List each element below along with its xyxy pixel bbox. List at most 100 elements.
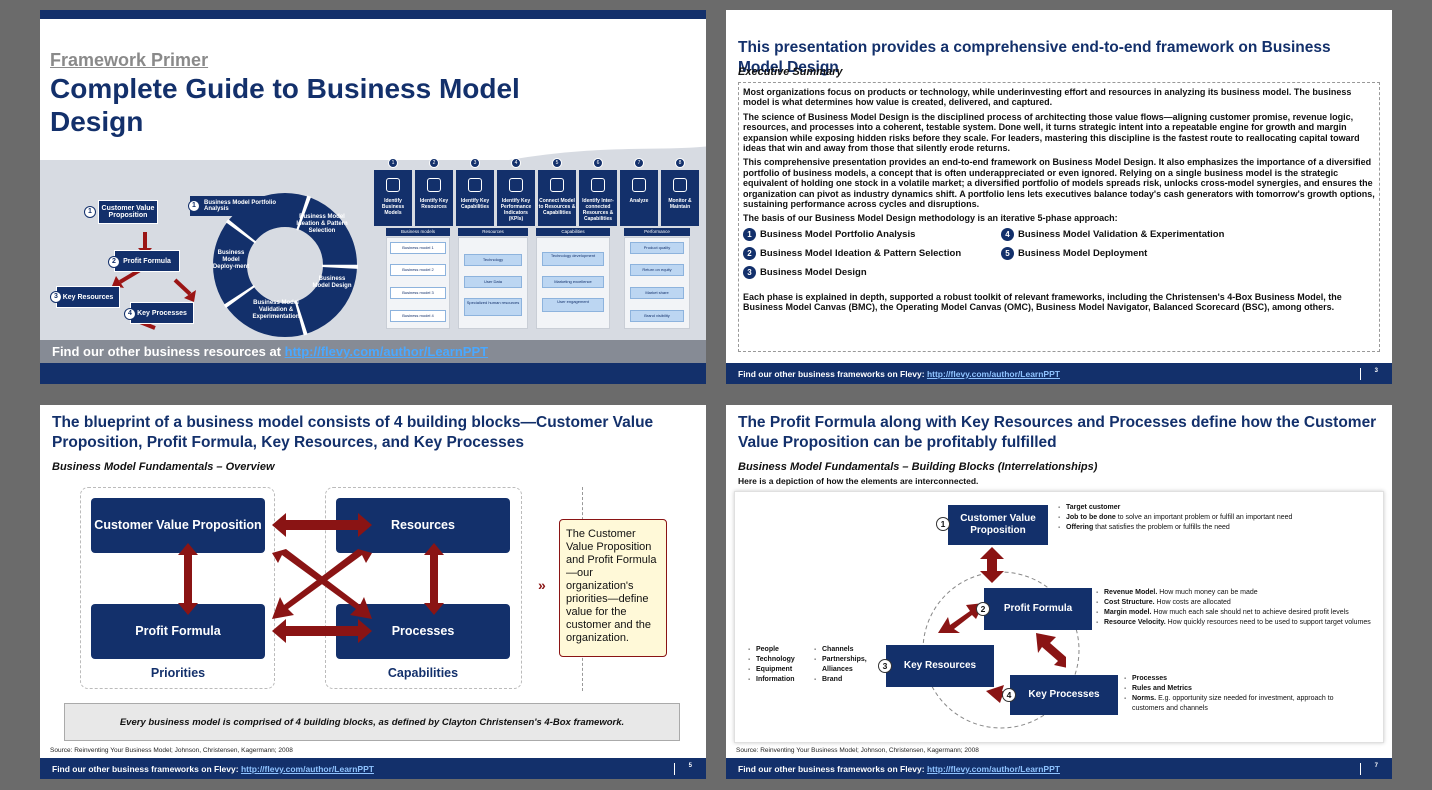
slide-cover[interactable]: Framework Primer Complete Guide to Busin…	[40, 10, 706, 384]
step-1: Identify Business Models	[374, 170, 412, 226]
cvp-item-3: Offering that satisfies the problem or f…	[1058, 523, 1298, 533]
phase-label: Business Model Portfolio Analysis	[760, 228, 916, 240]
step-7: Analyze	[620, 170, 658, 226]
step-3: Identify Key Capabilities	[456, 170, 494, 226]
kr-item: People	[748, 645, 812, 655]
kr-item: Information	[748, 675, 812, 685]
item-bold: Revenue Model.	[1104, 589, 1158, 596]
slide4-title: The Profit Formula along with Key Resour…	[738, 414, 1377, 451]
slide3-title: The blueprint of a business model consis…	[52, 414, 654, 451]
kr-item: Brand	[814, 675, 878, 685]
mini-perf-2: Return on equity	[630, 264, 684, 276]
slide4-subtitle: Business Model Fundamentals – Building B…	[738, 461, 1098, 473]
slide2-title: This presentation provides a comprehensi…	[738, 39, 1331, 76]
footer-text: Find our other business frameworks on Fl…	[52, 764, 241, 774]
cover-block-num-2: 2	[108, 256, 120, 268]
find-link[interactable]: http://flevy.com/author/LearnPPT	[284, 344, 489, 359]
cover-phase-1: Business Model Portfolio Analysis	[190, 196, 290, 216]
step-4: Identify Key Performance Indicators (KPI…	[497, 170, 535, 226]
mini-resource-3: Specialized human resources	[464, 298, 522, 316]
col-business-models: Business models	[386, 228, 450, 236]
item-bold: Resource Velocity.	[1104, 619, 1166, 626]
priorities-label: Priorities	[150, 666, 206, 680]
bottom-bar	[40, 363, 706, 384]
phase-label: Business Model Validation & Experimentat…	[1018, 228, 1225, 240]
col-resources: Resources	[458, 228, 528, 236]
footer-text: Find our other business frameworks on Fl…	[738, 764, 927, 774]
item-text: How much each sale should net to achieve…	[1151, 609, 1349, 616]
step-icon	[509, 178, 523, 192]
phase-num: 4	[1001, 227, 1014, 241]
pf-block-4: Profit Formula	[984, 588, 1092, 630]
cover-title: Complete Guide to Business Model Design	[50, 73, 520, 137]
step-5: Connect Model to Resources & Capabilitie…	[538, 170, 576, 226]
phase-num: 3	[743, 265, 756, 279]
item-bold: Target customer	[1066, 504, 1121, 511]
slide-interrelationships[interactable]: The Profit Formula along with Key Resour…	[726, 405, 1392, 779]
cnum-1: 1	[936, 517, 950, 531]
mini-model-2: Business model 2	[390, 264, 446, 276]
mini-perf-4: Brand visibility	[630, 310, 684, 322]
phase-num: 1	[743, 227, 756, 241]
mini-capability-3: User engagement	[542, 298, 604, 312]
summary-paragraph-4: The basis of our Business Model Design m…	[743, 213, 1118, 224]
step-label: Identify Inter-connected Resources & Cap…	[582, 198, 614, 222]
cover-phase-2: Business Model Ideation & Pattern Select…	[296, 214, 348, 234]
block-arrows	[178, 513, 444, 643]
mini-capability-1: Technology development	[542, 252, 604, 266]
phase-num: 5	[1001, 246, 1014, 260]
item-bold: Processes	[1132, 675, 1168, 682]
slide-executive-summary[interactable]: This presentation provides a comprehensi…	[726, 10, 1392, 384]
slide2-footer: Find our other business frameworks on Fl…	[726, 363, 1392, 384]
cover-block-num-4: 4	[124, 308, 136, 320]
summary-paragraph-3: This comprehensive presentation provides…	[743, 157, 1375, 210]
col-capabilities: Capabilities	[536, 228, 610, 236]
slide-four-box-overview[interactable]: The blueprint of a business model consis…	[40, 405, 706, 779]
kr-item: Technology	[748, 655, 812, 665]
item-text: How quickly resources need to be used to…	[1165, 619, 1371, 626]
cover-block-pf: Profit Formula	[114, 250, 180, 272]
slide4-source: Source: Reinventing Your Business Model;…	[736, 747, 979, 754]
slide2-subtitle: Executive Summary	[738, 66, 843, 78]
cover-phase-4: Business Model Validation & Experimentat…	[252, 300, 300, 320]
summary-paragraph-5: Each phase is explained in depth, suppor…	[743, 291, 1342, 313]
step-2: Identify Key Resources	[415, 170, 453, 226]
kp-list: Processes Rules and Metrics Norms. E.g. …	[1124, 674, 1364, 714]
slide3-source: Source: Reinventing Your Business Model;…	[50, 747, 293, 754]
item-text: How much money can be made	[1157, 589, 1258, 596]
kp-block-4: Key Processes	[1010, 675, 1118, 715]
cover-phase-3: Business Model Design	[312, 276, 352, 289]
framework-primer-label: Framework Primer	[50, 50, 209, 70]
item-bold: Cost Structure.	[1104, 599, 1155, 606]
step-label: Analyze	[629, 198, 649, 204]
cover-block-num-3: 3	[50, 291, 62, 303]
cover-phase-5: Business Model Deploy-ment	[212, 250, 250, 270]
item-text: How costs are allocated	[1154, 599, 1231, 606]
item-bold: Job to be done	[1066, 514, 1116, 521]
step-icon	[591, 178, 605, 192]
step-icon	[673, 178, 687, 192]
note-box: The Customer Value Proposition and Profi…	[559, 519, 667, 657]
cvp-item-2: Job to be done to solve an important pro…	[1058, 513, 1298, 523]
footer-link[interactable]: http://flevy.com/author/LearnPPT	[240, 764, 374, 774]
step-6: Identify Inter-connected Resources & Cap…	[579, 170, 617, 226]
kr-block-4: Key Resources	[886, 645, 994, 687]
footer-link[interactable]: http://flevy.com/author/LearnPPT	[926, 764, 1060, 774]
footer-link[interactable]: http://flevy.com/author/LearnPPT	[926, 369, 1060, 379]
cnum-4: 4	[1002, 688, 1016, 702]
step-num-1: 1	[388, 158, 398, 168]
find-resources-bar: Find our other business resources at htt…	[40, 340, 706, 364]
summary-paragraph-2: The science of Business Model Design is …	[743, 111, 1360, 154]
step-icon	[550, 178, 564, 192]
mini-model-1: Business model 1	[390, 242, 446, 254]
slide4-intro: Here is a depiction of how the elements …	[738, 476, 979, 486]
mini-perf-3: Market share	[630, 287, 684, 299]
step-num-8: 8	[675, 158, 685, 168]
pf-list: Revenue Model. How much money can be mad…	[1096, 588, 1371, 628]
mini-model-3: Business model 3	[390, 287, 446, 299]
cvp-block-4: Customer Value Proposition	[948, 505, 1048, 545]
mini-resource-1: Technology	[464, 254, 522, 266]
